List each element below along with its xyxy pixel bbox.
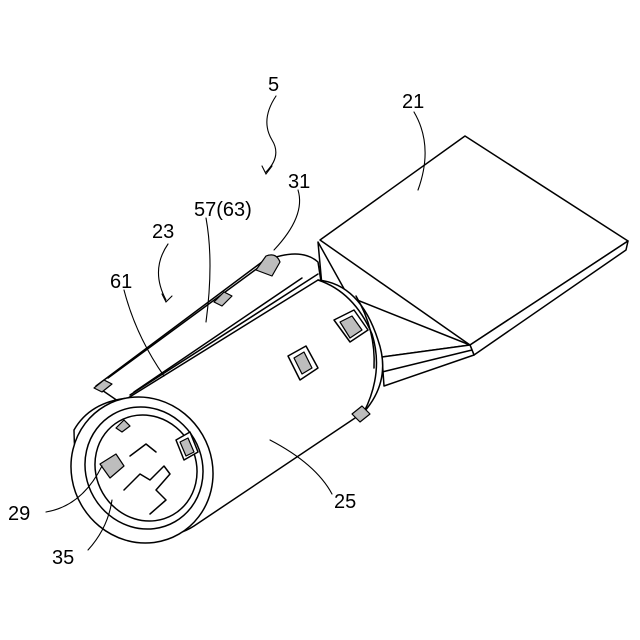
- ref-29-label: 29: [8, 503, 30, 525]
- ref-61-label: 61: [110, 271, 132, 293]
- ref-23-label: 23: [152, 221, 174, 243]
- ref-25-label: 25: [334, 491, 356, 513]
- ref-21-label: 21: [402, 91, 424, 113]
- ref-35-label: 35: [52, 547, 74, 569]
- ref-31-label: 31: [288, 171, 310, 193]
- ref-5-label: 5: [268, 74, 279, 96]
- ref-57-63-label: 57(63): [194, 199, 252, 221]
